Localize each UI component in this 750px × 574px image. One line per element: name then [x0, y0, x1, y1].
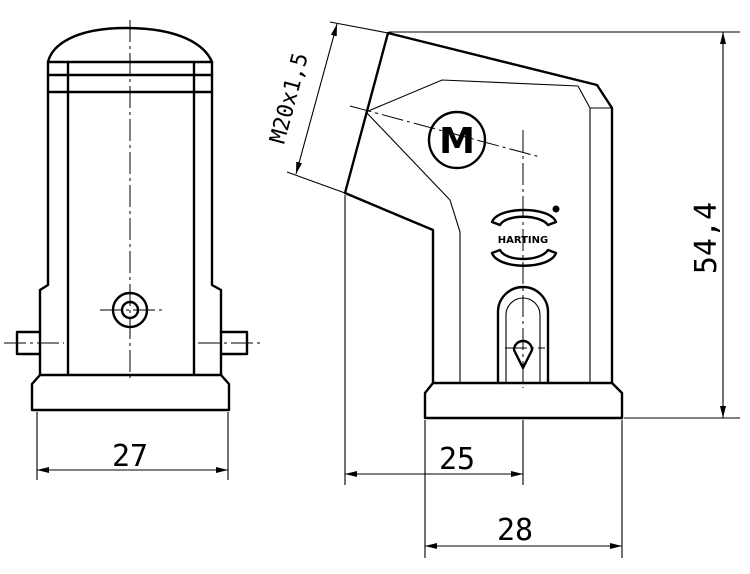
- dim-27-label: 27: [112, 439, 148, 474]
- dim-25-label: 25: [439, 442, 475, 477]
- front-base: [30, 373, 231, 412]
- front-view: 27: [4, 20, 262, 480]
- dim-54-label: 54,4: [689, 202, 724, 274]
- harting-logo-dot: [552, 205, 560, 213]
- m-logo-letter: M: [439, 121, 475, 162]
- side-lock-pin: [512, 339, 534, 370]
- m-logo-circle: [427, 110, 487, 170]
- harting-logo-bottom-arc: [490, 248, 558, 267]
- side-inner-lower: [365, 111, 461, 383]
- thread-label: M20x1,5: [266, 50, 314, 146]
- harting-logo-top-arc: [490, 208, 558, 227]
- front-dome: [46, 26, 214, 64]
- dim-28-label: 28: [497, 513, 533, 548]
- side-view: M HARTING M20x1,5 54,4 25 28: [266, 21, 740, 558]
- side-lock-tab-outer: [496, 285, 550, 385]
- side-base: [423, 381, 624, 420]
- thread-ext-bottom: [286, 171, 346, 194]
- thread-ext-top: [329, 21, 389, 34]
- thread-dim-line: [295, 23, 338, 175]
- side-inner-chamfer: [577, 85, 591, 383]
- side-inner-upper: [365, 79, 579, 113]
